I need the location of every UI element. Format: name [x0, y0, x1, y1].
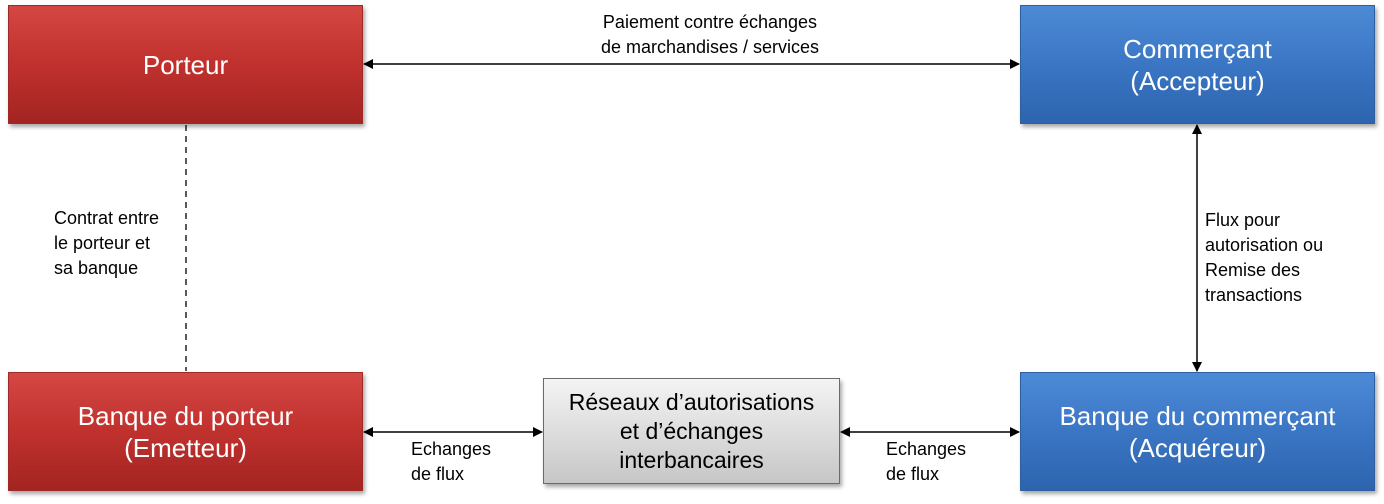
edge-label-flux-line-3: Remise des	[1205, 260, 1301, 280]
edge-label-echanges-right: Echanges de flux	[886, 437, 966, 487]
node-banque-commercant: Banque du commerçant (Acquéreur)	[1020, 372, 1375, 491]
edge-label-flux-line-1: Flux pour	[1205, 210, 1281, 230]
edge-label-contrat: Contrat entre le porteur et sa banque	[54, 206, 159, 281]
edge-label-flux: Flux pour autorisation ou Remise des tra…	[1205, 208, 1323, 308]
node-banque-porteur: Banque du porteur (Emetteur)	[8, 372, 363, 491]
node-porteur: Porteur	[8, 5, 363, 124]
edge-label-contrat-line-1: Contrat entre	[54, 208, 160, 228]
edge-label-flux-line-2: autorisation ou	[1205, 235, 1324, 255]
edge-label-paiement-line-1: Paiement contre échanges	[602, 12, 818, 32]
node-reseaux-line-3: interbancaires	[619, 446, 764, 473]
edge-label-contrat-line-2: le porteur et	[54, 233, 151, 253]
edge-label-echanges-left: Echanges de flux	[411, 437, 491, 487]
edge-label-paiement-line-2: de marchandises / services	[600, 37, 820, 57]
node-reseaux-line-1: Réseaux d’autorisations	[568, 388, 815, 415]
node-commercant: Commerçant (Accepteur)	[1020, 5, 1375, 124]
node-banque-porteur-sublabel: (Emetteur)	[124, 432, 247, 463]
edge-label-contrat-line-3: sa banque	[54, 258, 139, 278]
node-reseaux: Réseaux d’autorisations et d’échanges in…	[543, 378, 840, 484]
node-porteur-label: Porteur	[142, 49, 229, 80]
node-commercant-sublabel: (Accepteur)	[1130, 65, 1265, 96]
edge-label-echanges-left-line-2: de flux	[411, 464, 465, 484]
edge-label-echanges-left-line-1: Echanges	[411, 439, 492, 459]
node-reseaux-line-2: et d’échanges	[619, 417, 764, 444]
edge-label-echanges-right-line-1: Echanges	[886, 439, 967, 459]
node-banque-commercant-label: Banque du commerçant	[1059, 400, 1336, 431]
edge-label-flux-line-4: transactions	[1205, 285, 1303, 305]
edge-label-echanges-right-line-2: de flux	[886, 464, 940, 484]
node-commercant-label: Commerçant	[1123, 33, 1272, 64]
edge-label-paiement: Paiement contre échanges de marchandises…	[520, 10, 900, 60]
node-banque-porteur-label: Banque du porteur	[77, 400, 294, 431]
node-banque-commercant-sublabel: (Acquéreur)	[1128, 432, 1267, 463]
